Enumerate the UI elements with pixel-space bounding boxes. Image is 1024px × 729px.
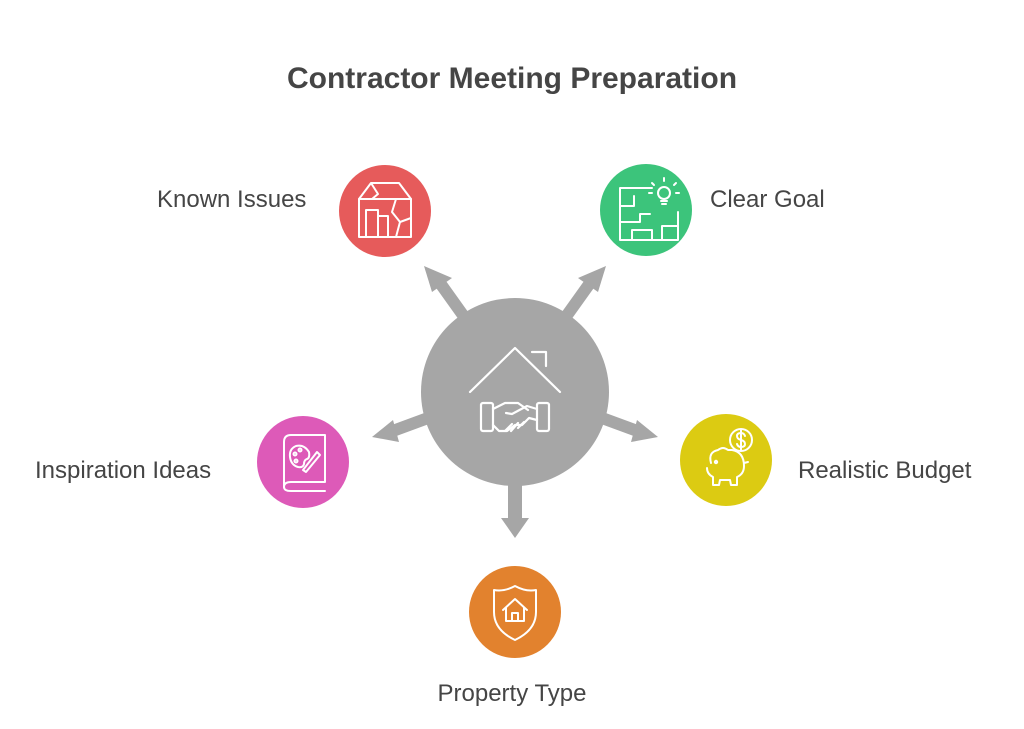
page-title: Contractor Meeting Preparation [286, 62, 738, 95]
arrow-inspiration-ideas [372, 412, 431, 442]
arrow-property-type [501, 482, 529, 538]
label-property-type: Property Type [437, 680, 587, 707]
node-property-type [469, 566, 561, 658]
arrow-realistic-budget [599, 412, 658, 442]
node-clear-goal [600, 164, 692, 256]
label-inspiration-ideas: Inspiration Ideas [35, 457, 212, 484]
label-known-issues: Known Issues [157, 186, 307, 213]
piggy-bank-dollar-icon [706, 428, 753, 486]
arrow-known-issues [424, 266, 470, 322]
arrow-clear-goal [560, 266, 606, 322]
house-handshake-icon [468, 346, 562, 433]
node-inspiration-ideas [257, 416, 349, 508]
label-clear-goal: Clear Goal [710, 186, 825, 213]
center-hub [421, 298, 609, 486]
cracked-house-icon [358, 182, 412, 238]
paint-palette-book-icon [283, 434, 326, 492]
node-realistic-budget [680, 414, 772, 506]
house-shield-icon [493, 585, 537, 641]
node-known-issues [339, 165, 431, 257]
connector-arrows [372, 266, 658, 538]
label-realistic-budget: Realistic Budget [798, 457, 972, 484]
floorplan-lightbulb-icon [619, 177, 680, 241]
